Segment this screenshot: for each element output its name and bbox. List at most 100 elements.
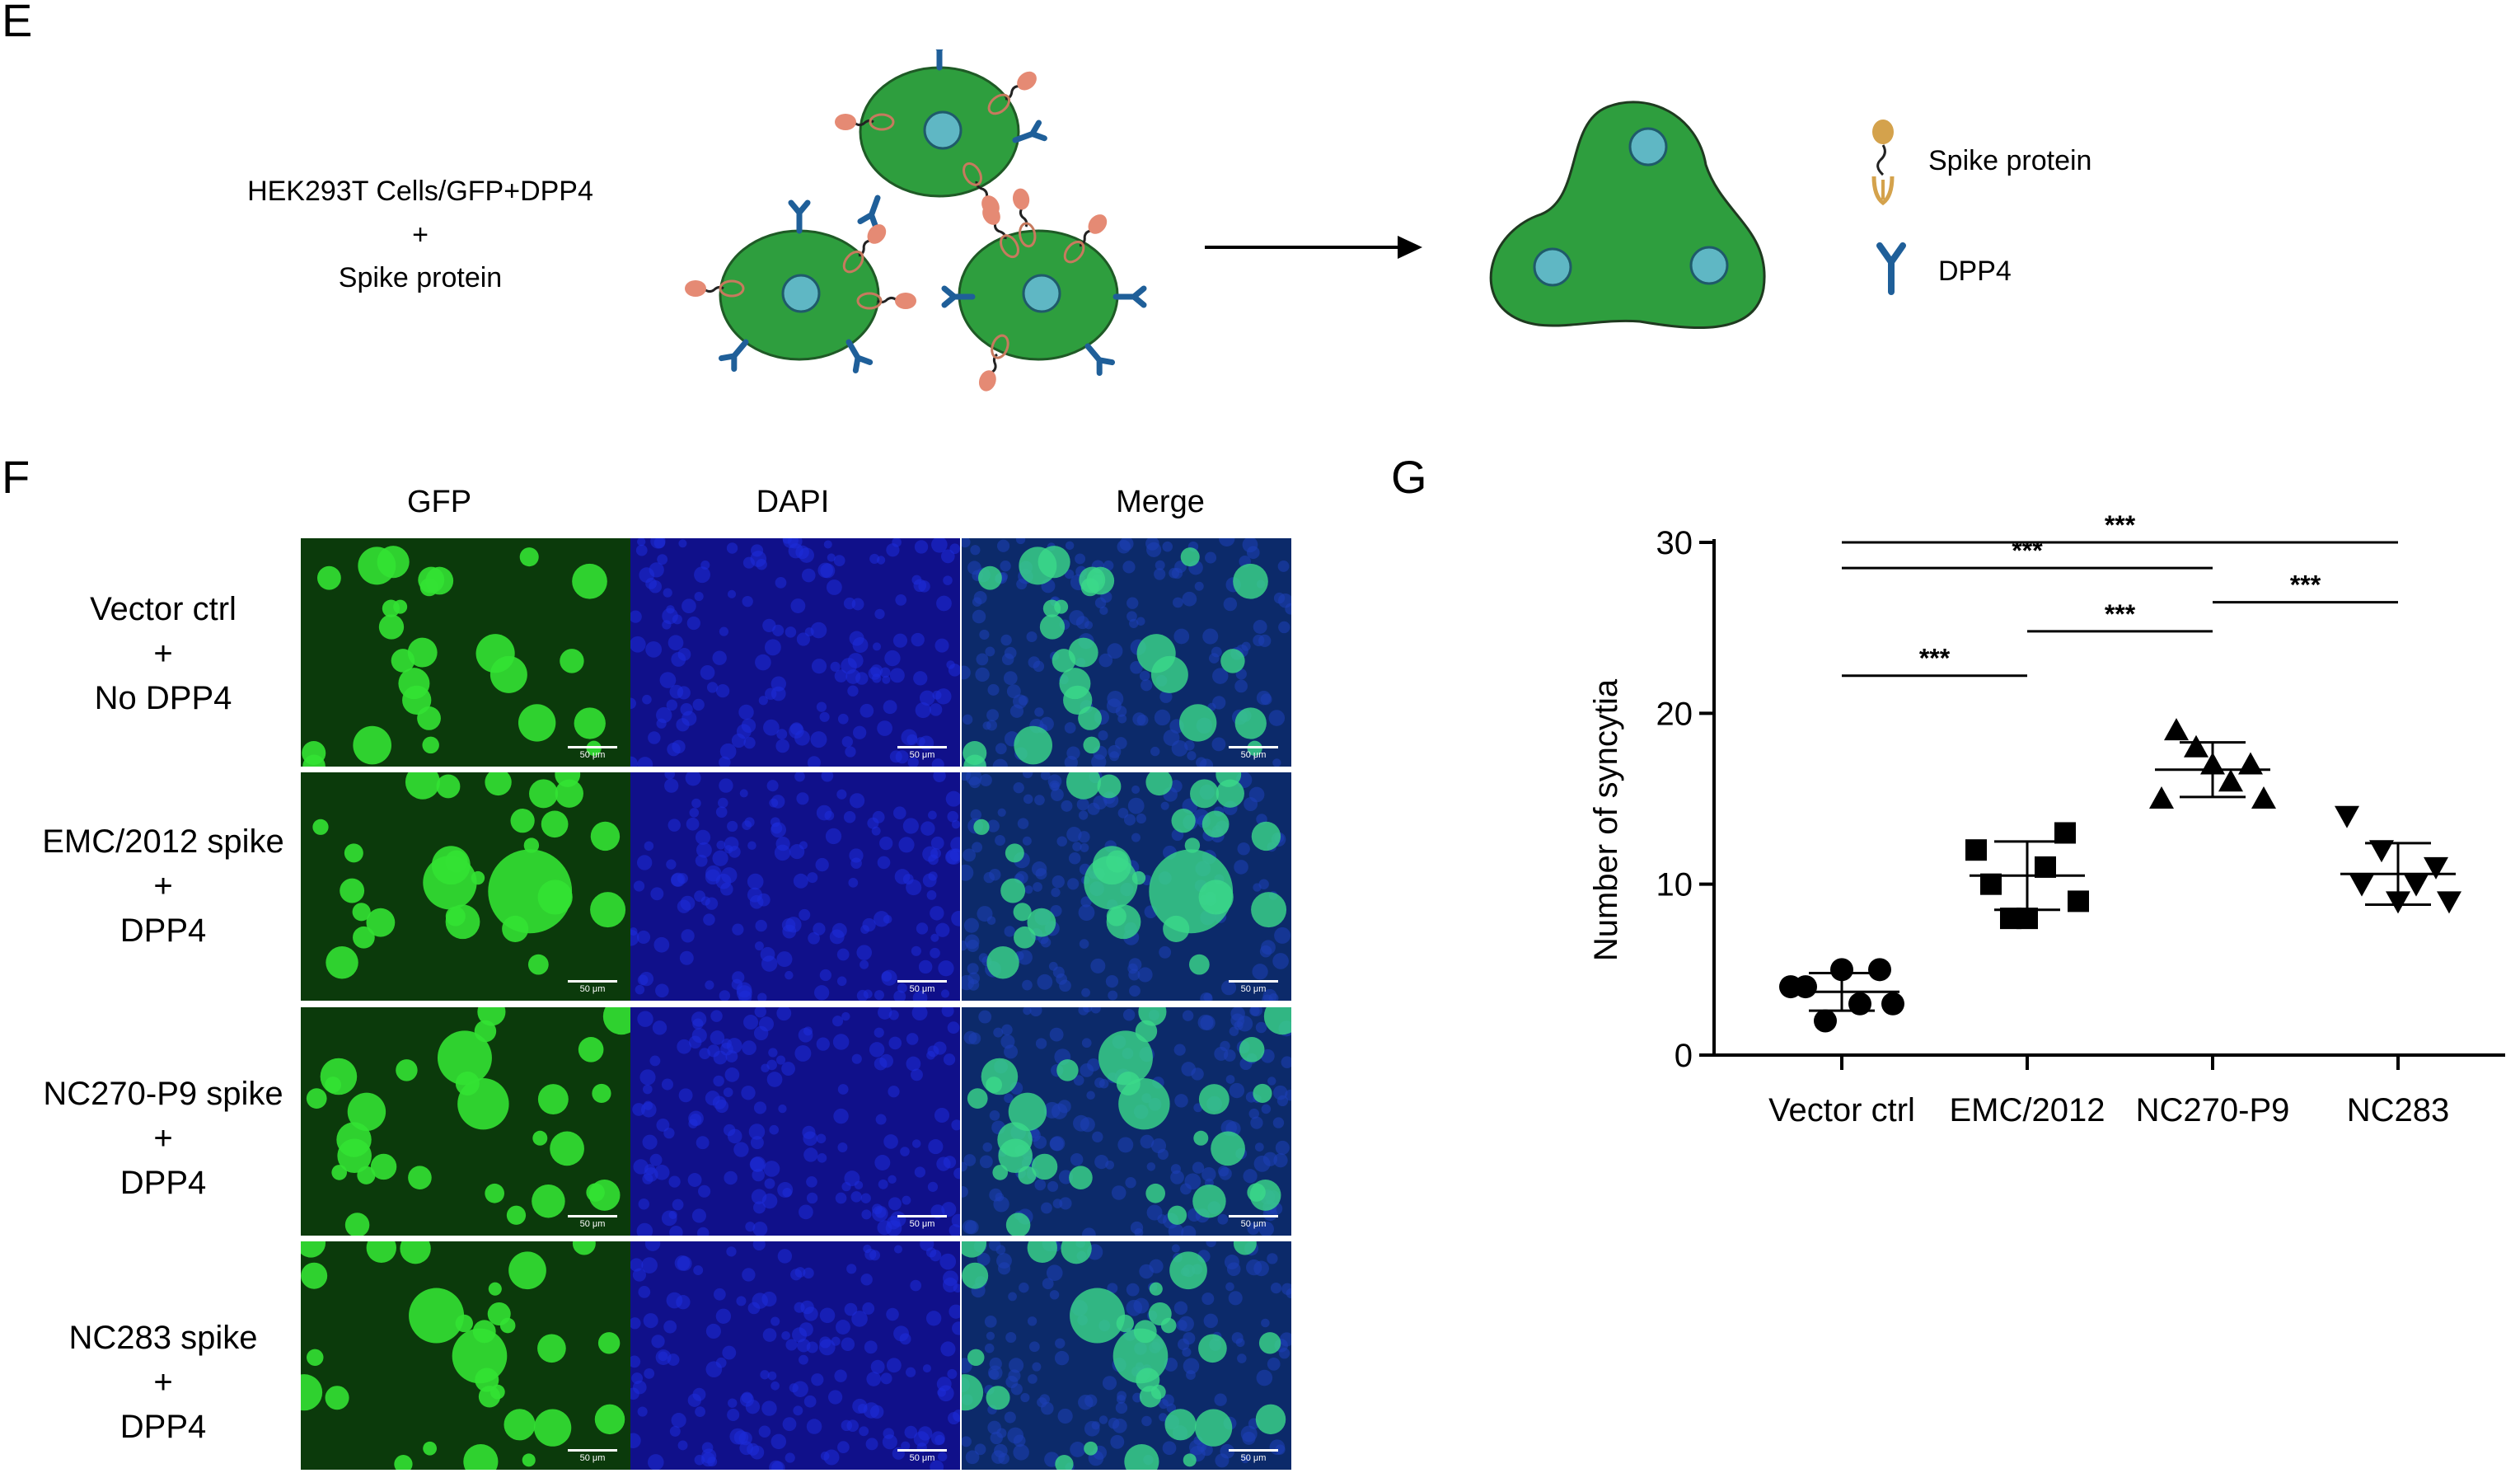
data-point xyxy=(2164,718,2189,741)
scale-bar: 50 μm xyxy=(897,746,947,760)
data-point xyxy=(2386,891,2410,914)
data-point xyxy=(1814,1009,1837,1033)
y-tick-label: 0 xyxy=(1675,1038,1693,1074)
scale-bar-line xyxy=(897,1449,947,1452)
scale-bar: 50 μm xyxy=(1229,746,1278,760)
legend-spike-label: Spike protein xyxy=(1928,145,2092,176)
micrograph-dapi-row-1: 50 μm xyxy=(630,538,960,767)
scale-bar-line xyxy=(568,980,617,983)
micrograph-merge-row-4: 50 μm xyxy=(962,1241,1291,1470)
scale-bar-line xyxy=(1229,980,1278,983)
column-header-dapi: DAPI xyxy=(756,485,830,519)
column-header-gfp: GFP xyxy=(406,485,472,519)
x-tick-label: NC283 xyxy=(2347,1092,2450,1128)
micrograph-merge-row-3: 50 μm xyxy=(962,1007,1291,1236)
scale-bar-line xyxy=(568,1449,617,1452)
micrograph-gfp-row-2: 50 μm xyxy=(301,772,630,1001)
scale-bar-label: 50 μm xyxy=(1240,1453,1267,1463)
scale-bar-line xyxy=(568,1215,617,1217)
panel-g-letter: G xyxy=(1391,451,1427,503)
micrograph-merge-row-2: 50 μm xyxy=(962,772,1291,1001)
panel-e-condition: HEK293T Cells/GFP+DPP4 + Spike protein xyxy=(239,170,602,300)
significance-label: *** xyxy=(2012,536,2043,565)
panel-f-letter: F xyxy=(2,451,30,503)
micrograph-gfp-row-1: 50 μm xyxy=(301,538,630,767)
scale-bar: 50 μm xyxy=(897,1449,947,1463)
row-label-nc283: NC283 spike + DPP4 xyxy=(68,1320,258,1445)
scale-bar-line xyxy=(1229,1449,1278,1452)
data-point xyxy=(2184,734,2209,758)
scale-bar-line xyxy=(568,746,617,748)
data-point xyxy=(2016,908,2038,930)
scale-bar-label: 50 μm xyxy=(909,750,935,760)
cell-right xyxy=(958,229,1119,361)
scale-bar-label: 50 μm xyxy=(1240,750,1267,760)
scale-bar-label: 50 μm xyxy=(1240,1219,1267,1229)
condition-line1: HEK293T Cells/GFP+DPP4 xyxy=(247,176,593,207)
legend-dpp4-label: DPP4 xyxy=(1938,256,2012,287)
data-point xyxy=(2437,891,2461,914)
scale-bar: 50 μm xyxy=(568,746,617,760)
significance-label: *** xyxy=(1919,644,1951,673)
data-point xyxy=(2054,822,2076,844)
data-point xyxy=(2035,856,2056,878)
scale-bar-line xyxy=(1229,1215,1278,1217)
x-tick-label: EMC/2012 xyxy=(1950,1092,2105,1128)
scale-bar: 50 μm xyxy=(568,1215,617,1229)
scale-bar-line xyxy=(897,1215,947,1217)
scale-bar-label: 50 μm xyxy=(579,984,606,994)
scale-bar-line xyxy=(1229,746,1278,748)
cell-cluster-illustration xyxy=(683,49,1203,396)
micrograph-dapi-row-4: 50 μm xyxy=(630,1241,960,1470)
scale-bar-label: 50 μm xyxy=(909,1219,935,1229)
micrograph-gfp-row-3: 50 μm xyxy=(301,1007,630,1236)
data-point xyxy=(2068,890,2089,912)
scale-bar-label: 50 μm xyxy=(1240,984,1267,994)
row-label-vector-ctrl: Vector ctrl + No DPP4 xyxy=(90,591,237,716)
scale-bar: 50 μm xyxy=(897,1215,947,1229)
scale-bar: 50 μm xyxy=(568,980,617,994)
significance-label: *** xyxy=(2105,510,2136,540)
micrograph-dapi-row-2: 50 μm xyxy=(630,772,960,1001)
scale-bar: 50 μm xyxy=(1229,1449,1278,1463)
data-point xyxy=(2251,786,2276,809)
transition-arrow xyxy=(1205,236,1422,259)
syncytium-illustration xyxy=(1489,101,1766,330)
scale-bar-line xyxy=(897,980,947,983)
micrograph-merge-row-1: 50 μm xyxy=(962,538,1291,767)
scale-bar-line xyxy=(897,746,947,748)
data-point xyxy=(1868,958,1891,982)
data-point xyxy=(1794,975,1817,999)
data-point xyxy=(1980,873,2002,895)
scale-bar-label: 50 μm xyxy=(909,984,935,994)
column-header-merge: Merge xyxy=(1116,485,1205,519)
micrograph-dapi-row-3: 50 μm xyxy=(630,1007,960,1236)
scale-bar: 50 μm xyxy=(1229,980,1278,994)
scale-bar: 50 μm xyxy=(1229,1215,1278,1229)
scale-bar: 50 μm xyxy=(897,980,947,994)
significance-label: *** xyxy=(2290,570,2321,600)
y-axis-label: Number of syncytia xyxy=(1588,678,1624,961)
data-point xyxy=(2349,874,2374,897)
data-point xyxy=(2424,856,2448,880)
significance-label: *** xyxy=(2105,599,2136,629)
data-point xyxy=(2335,805,2359,828)
data-point xyxy=(2404,874,2429,897)
data-point xyxy=(2200,752,2225,775)
scale-bar: 50 μm xyxy=(568,1449,617,1463)
data-point xyxy=(1881,992,1904,1016)
scale-bar-label: 50 μm xyxy=(909,1453,935,1463)
scale-bar-label: 50 μm xyxy=(579,1219,606,1229)
data-point xyxy=(1965,839,1987,861)
data-point xyxy=(1848,992,1871,1016)
cell-top xyxy=(859,66,1020,198)
condition-line2: Spike protein xyxy=(338,262,503,294)
x-tick-label: NC270-P9 xyxy=(2136,1092,2290,1128)
data-point xyxy=(1830,958,1853,982)
panel-e-letter: E xyxy=(2,0,33,46)
scale-bar-label: 50 μm xyxy=(579,750,606,760)
row-label-emc2012: EMC/2012 spike + DPP4 xyxy=(42,823,284,949)
legend-dpp4-icon xyxy=(1876,242,1906,295)
condition-plus: + xyxy=(412,218,429,251)
